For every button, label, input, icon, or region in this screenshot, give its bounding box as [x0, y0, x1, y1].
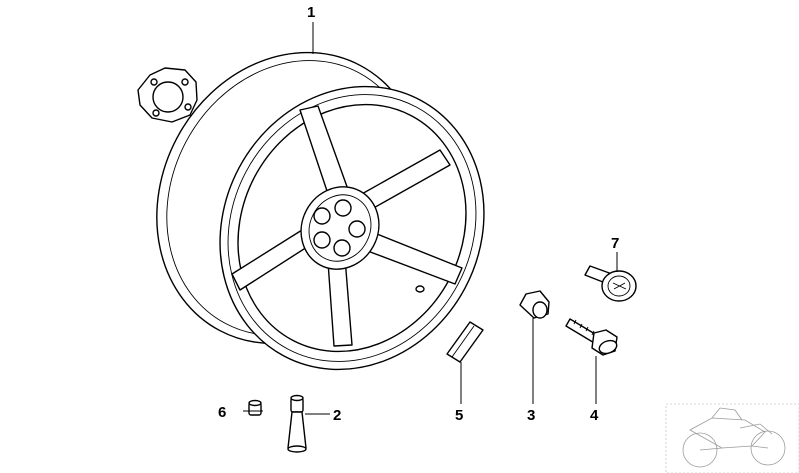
- motorcycle-thumbnail-icon[interactable]: [665, 403, 799, 473]
- valve-cap[interactable]: [248, 399, 262, 416]
- callout-3: 3: [527, 407, 535, 424]
- callout-2: 2: [333, 407, 341, 424]
- balance-weight-cone[interactable]: [519, 290, 550, 319]
- callout-5: 5: [455, 407, 463, 424]
- expanding-rivet[interactable]: [584, 265, 637, 302]
- tire-valve[interactable]: [287, 394, 307, 453]
- rear-wheel-rim[interactable]: [107, 5, 534, 416]
- collar-bolt[interactable]: [565, 318, 619, 356]
- hub-flange-ring[interactable]: [137, 67, 198, 123]
- callout-7: 7: [611, 235, 619, 252]
- leader-lines: [243, 22, 618, 415]
- balance-weight-strip[interactable]: [446, 321, 484, 363]
- callout-6: 6: [218, 404, 226, 421]
- callout-4: 4: [590, 407, 599, 424]
- callout-1: 1: [307, 4, 315, 21]
